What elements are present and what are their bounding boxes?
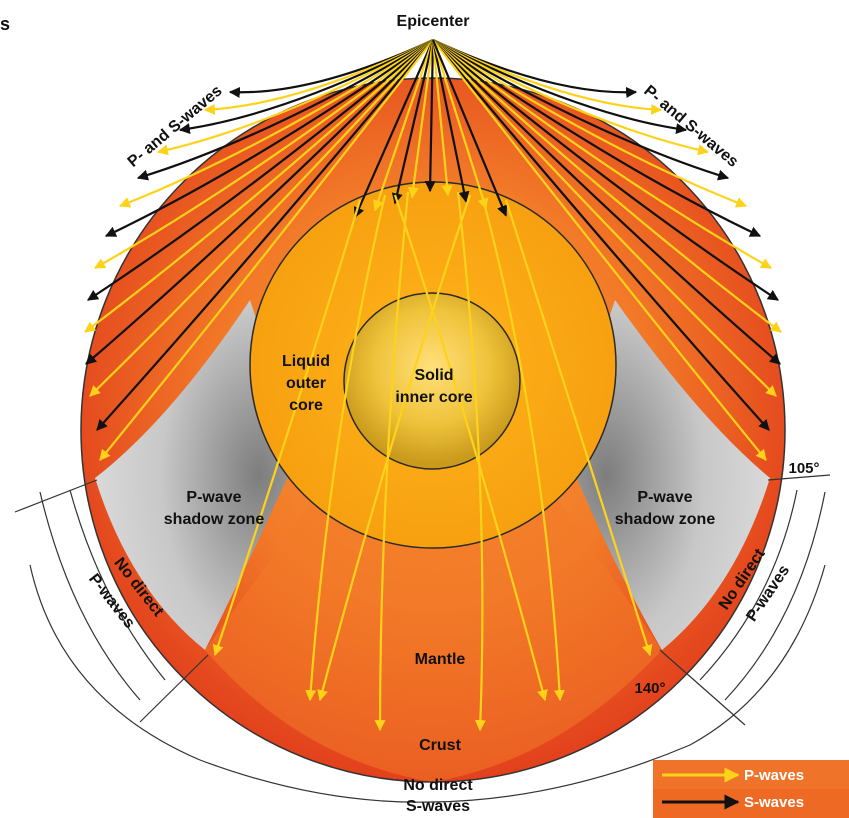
wave-ray [432,39,779,301]
right-shadow-label-2: shadow zone [615,511,716,528]
wave-ray [353,39,435,219]
p-wave-through-core [374,191,410,732]
solid-inner-core [343,292,521,470]
p-wave-through-core [393,194,548,702]
left-shadow-zone [95,300,300,650]
wave-ray [432,39,782,333]
wave-ray [432,39,770,431]
right-shadow-label-1: P-wave [637,489,692,506]
wave-ray [432,39,772,269]
p-wave-through-core [305,194,387,702]
outer-core-label-3: core [289,397,323,414]
p-wave-through-core [456,191,486,732]
crust-label: Crust [419,737,461,754]
angle-140-label: 140° [634,680,665,697]
wave-ray [96,39,434,431]
bottom-no-s-label-1: No direct [403,777,473,794]
p-wave-through-core [317,194,472,702]
wave-ray [432,39,730,181]
wave-ray [407,39,435,199]
wave-ray [87,39,434,301]
wave-ray [432,39,710,156]
right-shadow-zone [565,300,770,650]
wave-ray [431,39,489,210]
shadow-brackets [14,474,831,803]
wave-ray [136,39,434,181]
p-wave-through-core [212,199,362,657]
wave-ray [118,39,434,208]
angle-105-label: 105° [788,460,819,477]
wave-ray [431,39,508,217]
p-wave-through-core [480,194,565,702]
wave-ray [432,39,761,237]
wave-ray [432,39,777,397]
wave-ray [105,39,434,237]
inner-core-label-2: inner core [395,389,472,406]
inner-core-label-1: Solid [414,367,453,384]
cropped-edge-text: s [0,14,11,34]
wave-ray [84,39,434,333]
wave-ray [431,39,453,197]
wave-ray [85,39,434,365]
outer-core-label-2: outer [286,375,326,392]
p-wave-through-core [504,199,653,657]
wave-ray [424,39,436,193]
wave-ray [391,39,435,205]
legend: P-waves S-waves [653,760,849,818]
mantle-label: Mantle [415,651,466,668]
wave-rays [84,39,782,732]
wave-ray [89,39,434,397]
legend-s-label: S-waves [744,794,804,811]
wave-ray [432,39,781,365]
wave-ray [178,39,434,135]
wave-ray [99,39,434,461]
outer-core-label-1: Liquid [282,353,330,370]
legend-p-label: P-waves [744,767,804,784]
wave-ray [94,39,434,269]
epicenter-label: Epicenter [397,13,470,30]
wave-ray [432,39,767,461]
wave-ray [432,39,748,208]
bottom-no-s-label-2: S-waves [406,798,470,815]
wave-ray [431,39,470,203]
left-shadow-label-2: shadow zone [164,511,265,528]
left-shadow-label-1: P-wave [186,489,241,506]
wave-ray [156,39,434,156]
wave-ray [372,39,435,212]
wave-ray [432,39,688,135]
